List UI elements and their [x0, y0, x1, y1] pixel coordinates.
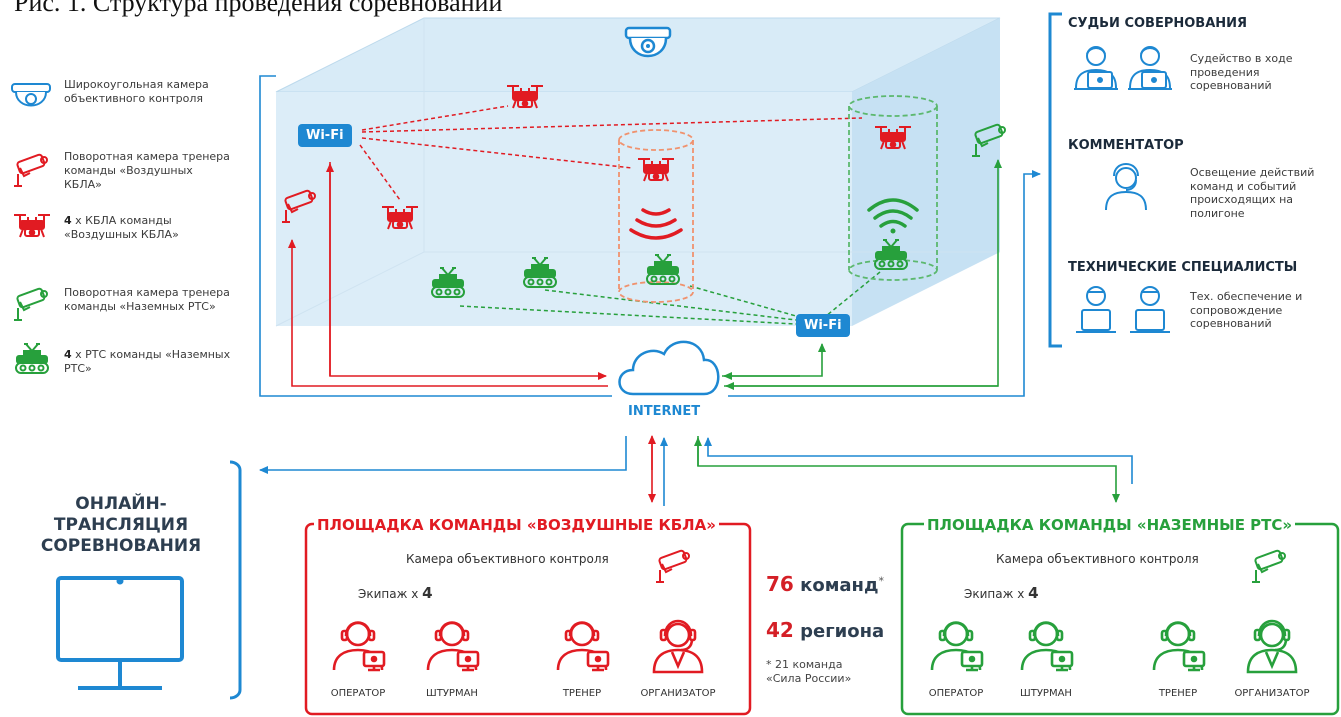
organizer-icon — [1246, 619, 1298, 674]
judge-icon — [1073, 46, 1119, 90]
organizer-icon — [652, 619, 704, 674]
judges-title: СУДЬИ СОВЕРНОВАНИЯ — [1068, 16, 1248, 31]
air-organizer-label: ОРГАНИЗАТОР — [640, 688, 716, 699]
judges-desc: Судейство в ходе проведения соревнований — [1190, 52, 1293, 92]
coach-icon — [1152, 621, 1206, 672]
tech-title: ТЕХНИЧЕСКИЕ СПЕЦИАЛИСТЫ — [1068, 260, 1298, 275]
dome-camera-icon — [624, 26, 672, 58]
legend-ground-coach-camera: Поворотная камера тренера команды «Назем… — [64, 286, 230, 313]
cloud-icon — [618, 340, 720, 396]
regions-word: региона — [793, 621, 885, 642]
air-crew-count: 4 — [422, 584, 433, 602]
legend-dome-camera: Широкоугольная камера объективного контр… — [64, 78, 209, 105]
air-coach-label: ТРЕНЕР — [562, 688, 602, 699]
footnote: * 21 команда «Сила России» — [766, 658, 852, 685]
regions-number: 42 — [766, 618, 794, 642]
legend-rovers-count: 4 — [64, 348, 72, 361]
legend-drones-count: 4 — [64, 214, 72, 227]
wifi-badge-air: Wi-Fi — [298, 124, 352, 147]
drone-icon — [13, 214, 51, 238]
legend-air-coach-camera: Поворотная камера тренера команды «Возду… — [64, 150, 230, 191]
navigator-icon — [1020, 621, 1074, 672]
cctv-camera-icon — [13, 152, 49, 187]
signal-red-icon — [629, 208, 683, 240]
rover-icon — [15, 343, 49, 374]
regions-stat: 42 региона — [766, 618, 884, 642]
navigator-icon — [426, 621, 480, 672]
commentator-desc: Освещение действий команд и событий прои… — [1190, 166, 1315, 220]
air-crew-label: Экипаж х 4 — [358, 584, 433, 602]
ground-operator-label: ОПЕРАТОР — [928, 688, 984, 699]
air-navigator-label: ШТУРМАН — [426, 688, 478, 699]
cctv-camera-icon — [1251, 548, 1286, 583]
legend-drones: 4 х КБЛА команды «Воздушных КБЛА» — [64, 214, 234, 242]
coach-icon — [556, 621, 610, 672]
wifi-signal-green-icon — [867, 198, 919, 234]
teams-footnote-mark: * — [878, 574, 885, 588]
commentator-icon — [1105, 163, 1147, 211]
teams-stat: 76 команд* — [766, 572, 884, 596]
tech-desc: Тех. обеспечение и сопровождение соревно… — [1190, 290, 1303, 330]
legend-rovers-text: х РТС команды «Наземных РТС» — [64, 348, 231, 375]
operator-icon — [930, 621, 984, 672]
monitor-icon — [56, 576, 184, 690]
air-site-title: ПЛОЩАДКА КОМАНДЫ «ВОЗДУШНЫЕ КБЛА» — [314, 516, 719, 534]
ground-crew-label: Экипаж х 4 — [964, 584, 1039, 602]
ground-organizer-label: ОРГАНИЗАТОР — [1234, 688, 1310, 699]
ground-crew-prefix: Экипаж х — [964, 587, 1029, 601]
ground-crew-count: 4 — [1028, 584, 1039, 602]
ground-navigator-label: ШТУРМАН — [1020, 688, 1072, 699]
cctv-camera-icon — [13, 286, 49, 321]
legend-drones-text: х КБЛА команды «Воздушных КБЛА» — [64, 214, 179, 241]
wifi-badge-ground: Wi-Fi — [796, 314, 850, 337]
tech-specialist-icon — [1130, 286, 1170, 333]
judge-icon — [1127, 46, 1173, 90]
legend-rovers: 4 х РТС команды «Наземных РТС» — [64, 348, 234, 376]
ground-site-camera-label: Камера объективного контроля — [996, 552, 1199, 566]
tech-specialist-icon — [1076, 286, 1116, 333]
page-title: Рис. 1. Структура проведения соревновани… — [14, 0, 503, 17]
cctv-camera-icon — [655, 548, 690, 583]
ground-coach-label: ТРЕНЕР — [1158, 688, 1198, 699]
operator-icon — [332, 621, 386, 672]
ground-site-title: ПЛОЩАДКА КОМАНДЫ «НАЗЕМНЫЕ РТС» — [924, 516, 1296, 534]
air-operator-label: ОПЕРАТОР — [330, 688, 386, 699]
air-site-camera-label: Камера объективного контроля — [406, 552, 609, 566]
teams-word: команд — [793, 575, 879, 596]
broadcast-label: ОНЛАЙН-ТРАНСЛЯЦИЯ СОРЕВНОВАНИЯ — [40, 494, 202, 556]
commentator-title: КОММЕНТАТОР — [1068, 138, 1184, 153]
teams-number: 76 — [766, 572, 794, 596]
dome-camera-icon — [11, 83, 51, 107]
internet-label: INTERNET — [628, 404, 701, 419]
air-crew-prefix: Экипаж х — [358, 587, 423, 601]
